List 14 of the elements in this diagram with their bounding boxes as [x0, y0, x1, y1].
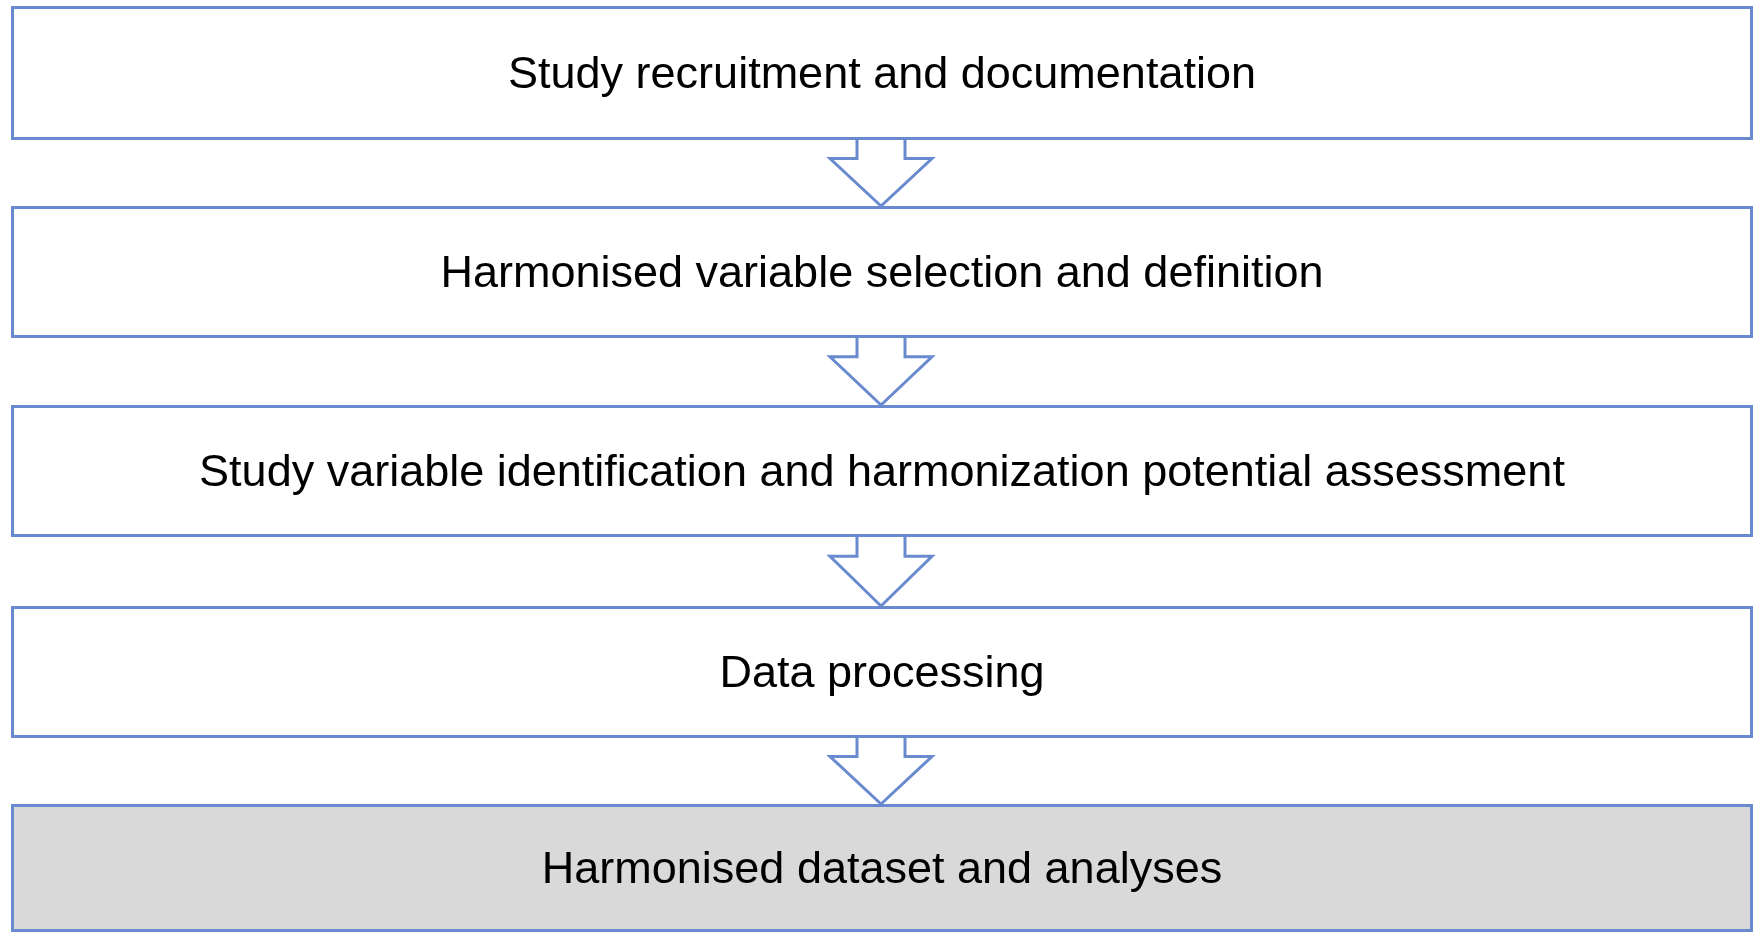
step-label: Study recruitment and documentation — [508, 47, 1256, 99]
block-arrow — [826, 736, 936, 807]
step-label: Data processing — [719, 646, 1045, 698]
process-box — [11, 405, 1753, 537]
block-arrow — [826, 336, 936, 408]
block-arrow — [826, 535, 936, 609]
step-label: Harmonised dataset and analyses — [541, 842, 1223, 894]
step-label: Harmonised variable selection and definition — [440, 246, 1324, 298]
process-box — [11, 6, 1753, 140]
process-box — [11, 206, 1753, 338]
process-box — [11, 606, 1753, 738]
block-arrow — [826, 138, 936, 209]
step-label: Study variable identification and harmonization potential assessment — [199, 445, 1565, 497]
process-box — [11, 804, 1753, 932]
